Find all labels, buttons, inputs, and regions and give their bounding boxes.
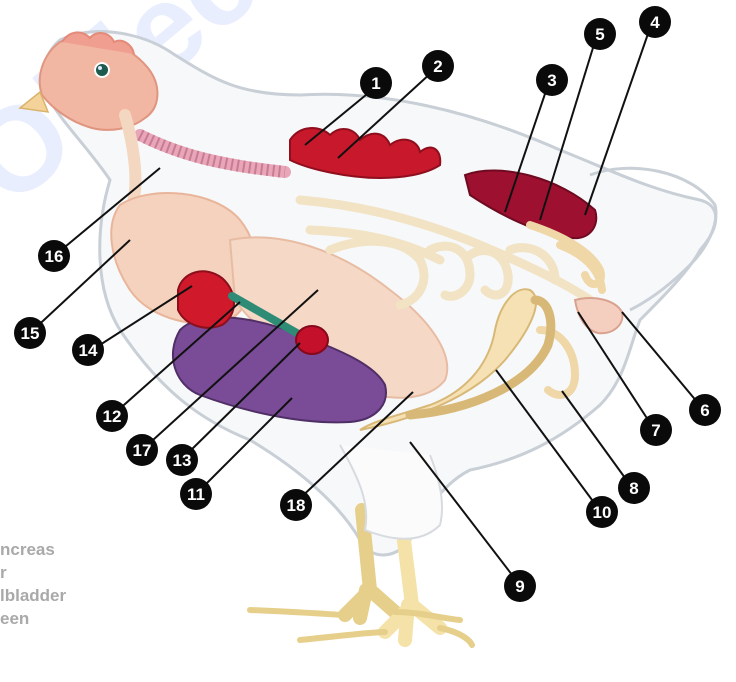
marker-16: 16 [38, 240, 70, 272]
marker-8-label: 8 [629, 479, 638, 498]
marker-1-label: 1 [371, 74, 380, 93]
marker-17: 17 [126, 434, 158, 466]
marker-7-label: 7 [651, 421, 660, 440]
marker-6-label: 6 [700, 401, 709, 420]
eye-highlight [98, 66, 102, 70]
marker-7: 7 [640, 414, 672, 446]
marker-2: 2 [422, 50, 454, 82]
marker-9-label: 9 [515, 577, 524, 596]
marker-4: 4 [639, 6, 671, 38]
spleen [296, 326, 328, 354]
legend-item-pancreas: ncreas [0, 538, 66, 561]
marker-16-label: 16 [45, 247, 64, 266]
marker-14: 14 [72, 334, 104, 366]
marker-5: 5 [584, 18, 616, 50]
marker-1: 1 [360, 67, 392, 99]
marker-12-label: 12 [103, 407, 122, 426]
marker-11-label: 11 [187, 485, 205, 504]
eye [95, 63, 109, 77]
marker-14-label: 14 [79, 341, 98, 360]
marker-8: 8 [618, 472, 650, 504]
marker-17-label: 17 [133, 441, 152, 460]
marker-15-label: 15 [21, 324, 40, 343]
marker-12: 12 [96, 400, 128, 432]
marker-4-label: 4 [650, 13, 660, 32]
marker-10: 10 [586, 496, 618, 528]
marker-6: 6 [689, 394, 721, 426]
marker-5-label: 5 [595, 25, 604, 44]
marker-13: 13 [166, 444, 198, 476]
marker-13-label: 13 [173, 451, 192, 470]
legend-item-spleen: een [0, 607, 66, 630]
marker-9: 9 [504, 570, 536, 602]
marker-11: 11 [180, 478, 212, 510]
legend-item-gallbladder: lbladder [0, 584, 66, 607]
marker-18: 18 [280, 489, 312, 521]
legend-partial: ncreas r lbladder een [0, 538, 66, 630]
marker-10-label: 10 [593, 503, 612, 522]
marker-3: 3 [536, 64, 568, 96]
legend-item-liver: r [0, 561, 66, 584]
marker-3-label: 3 [547, 71, 556, 90]
leader-line-6 [622, 312, 698, 403]
marker-15: 15 [14, 317, 46, 349]
marker-18-label: 18 [287, 496, 306, 515]
marker-2-label: 2 [433, 57, 442, 76]
